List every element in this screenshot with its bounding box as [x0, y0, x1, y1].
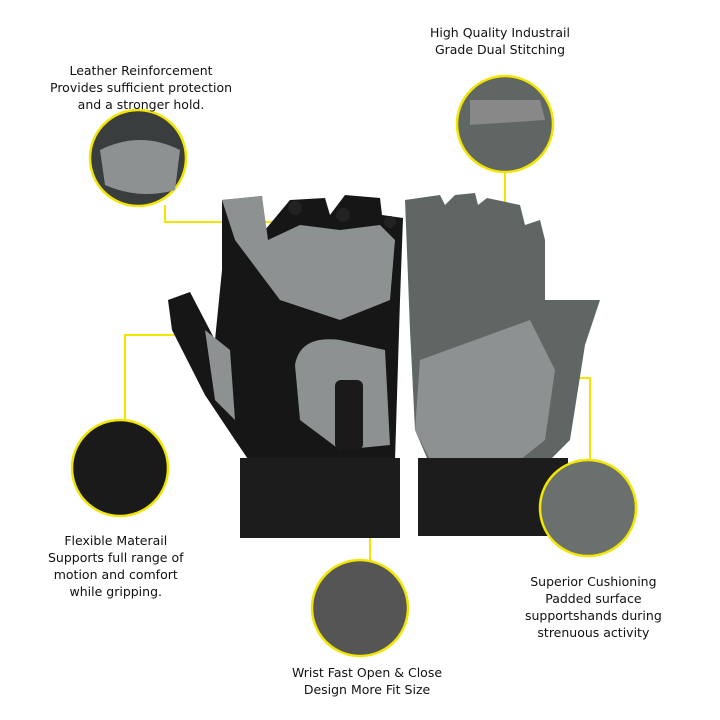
caption-line: High Quality Industrail [430, 25, 570, 40]
caption-leather-reinforcement: Leather Reinforcement Provides sufficien… [50, 62, 232, 113]
caption-line: supportshands during [525, 608, 662, 623]
caption-superior-cushioning: Superior Cushioning Padded surface suppo… [525, 573, 662, 641]
caption-line: Flexible Materail [64, 533, 168, 548]
brand-logo-tab [335, 380, 363, 450]
caption-flexible-material: Flexible Materail Supports full range of… [48, 532, 184, 600]
caption-line: Grade Dual Stitching [434, 42, 566, 57]
caption-line: Wrist Fast Open & Close [292, 665, 443, 680]
left-glove-back [168, 195, 403, 538]
caption-line: Design More Fit Size [303, 682, 431, 697]
caption-line: motion and comfort [53, 567, 178, 582]
caption-line: strenuous activity [537, 625, 650, 640]
caption-line: Padded surface [545, 591, 642, 606]
caption-line: while gripping. [69, 584, 162, 599]
caption-line: and a stronger hold. [77, 97, 205, 112]
wrist-strap [240, 458, 400, 538]
detail-wrist-circle [310, 558, 410, 658]
caption-line: Supports full range of [48, 550, 184, 565]
line-flexible [124, 334, 185, 420]
caption-line: Superior Cushioning [530, 574, 657, 589]
detail-flexible-circle [70, 418, 170, 518]
caption-dual-stitching: High Quality Industrail Grade Dual Stitc… [430, 24, 570, 58]
detail-cushion-circle [538, 458, 638, 558]
caption-line: Leather Reinforcement [69, 63, 213, 78]
caption-line: Provides sufficient protection [50, 80, 233, 95]
caption-wrist-closure: Wrist Fast Open & Close Design More Fit … [292, 664, 442, 698]
